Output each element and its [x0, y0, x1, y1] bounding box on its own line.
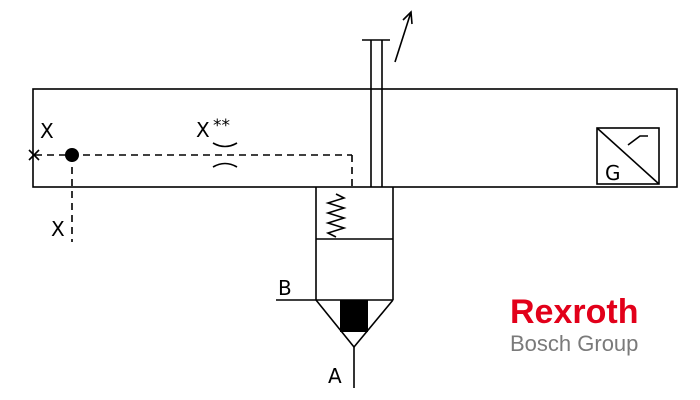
label-x-top: X [196, 118, 210, 142]
valve-spool [340, 300, 368, 332]
valve-seat [315, 299, 394, 348]
junction-dot-icon [65, 148, 79, 162]
rexroth-logo: Rexroth Bosch Group [510, 293, 638, 356]
pilot-line [35, 154, 353, 242]
pressure-switch-box [596, 127, 660, 185]
adjustable-arrow-icon [394, 10, 413, 63]
valve-housing [32, 88, 678, 188]
label-b: B [278, 276, 292, 300]
label-a: A [328, 364, 342, 388]
brand-name: Rexroth [510, 293, 638, 331]
label-x-top-suffix: ** [213, 116, 230, 136]
label-x-bottom: X [51, 217, 65, 241]
brand-group: Bosch Group [510, 331, 638, 356]
adjustment-stem [362, 39, 390, 187]
spring-icon [325, 193, 347, 238]
label-x-left: X [40, 119, 54, 143]
label-g: G [605, 161, 621, 185]
orifice-icon [212, 142, 238, 168]
port-x-cross-icon [28, 149, 40, 161]
valve-body [315, 187, 394, 301]
